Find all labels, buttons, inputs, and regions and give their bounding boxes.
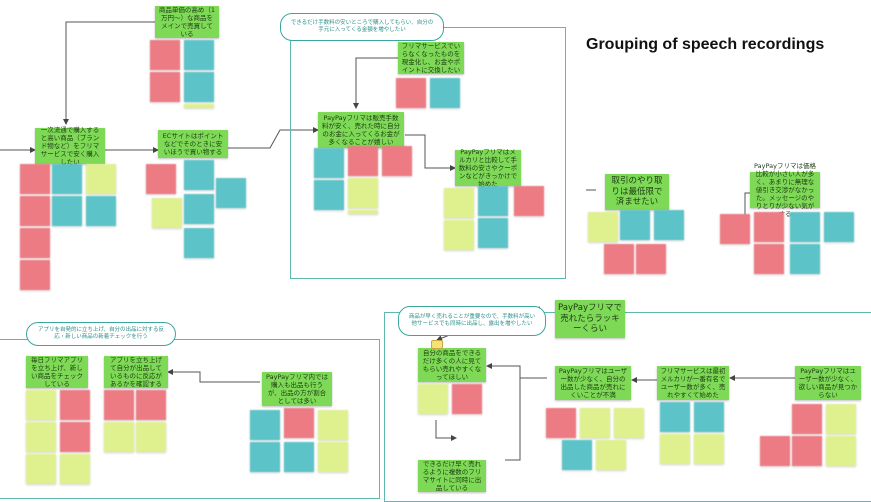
sticky-note	[444, 188, 474, 218]
label-low-fee: PayPayフリマは販売手数料が安く、売れた時に自分のお金に入ってくるお金が多く…	[318, 112, 404, 148]
label-lucky-if-sold: PayPayフリマで売れたらラッキーくらい	[555, 300, 625, 338]
insight-bubble-app-check: アプリを自発的に立ち上げ、自分の出品に対する反応・新しい商品の新着チェックを行う	[26, 322, 176, 346]
label-check-reaction: アプリを立ち上げて自分が出品しているものに反応があるかを確認する	[104, 356, 168, 388]
sticky-note	[318, 442, 348, 472]
sticky-note	[184, 194, 214, 224]
label-sell-more: PayPayフリマ内では購入も出品も行うが、出品の方が割合としては多い	[262, 372, 332, 406]
sticky-note	[184, 72, 214, 102]
sticky-note	[150, 40, 180, 70]
sticky-note	[184, 160, 214, 190]
sticky-note	[348, 210, 378, 214]
sticky-note	[348, 146, 378, 176]
sticky-note	[792, 404, 822, 434]
sticky-note	[660, 434, 690, 464]
sticky-note	[26, 454, 56, 484]
sticky-note	[694, 434, 724, 464]
sticky-note	[184, 104, 214, 108]
sticky-note	[720, 214, 750, 244]
sticky-note	[348, 178, 378, 208]
sticky-note	[184, 40, 214, 70]
label-few-users-hard-sell: PayPayフリマはユーザー数が少なく、自分の出品した商品が売れにくいことが不満	[555, 366, 631, 400]
label-daily-check: 毎日フリマアプリを立ち上げ、新しい商品をチェックしている	[26, 356, 88, 388]
sticky-note	[562, 440, 592, 470]
sticky-note	[314, 148, 344, 178]
label-coupon: PayPayフリマはメルカリと比較して手数料の安さやクーポンなどがきっかけで始め…	[455, 148, 521, 188]
label-minimal-contact: 取引のやり取りは最低限で済ませたい	[605, 174, 669, 210]
label-few-negotiation: PayPayフリマは価格比較が小さい人が多く、あまりに無理な値引き交渉がなかった…	[750, 162, 820, 218]
sticky-note	[654, 210, 684, 240]
sticky-note	[826, 404, 856, 434]
sticky-note	[26, 422, 56, 452]
sticky-note	[318, 410, 348, 440]
label-cash-out: フリマサービスでいらなくなったものを現金化し、お金やポイントに交換したい	[398, 42, 464, 74]
sticky-note	[60, 422, 90, 452]
sticky-note	[604, 244, 634, 274]
sticky-note	[478, 218, 508, 248]
sticky-note	[86, 196, 116, 226]
sticky-note	[104, 390, 134, 420]
label-ec-points: ECサイトはポイントなどでそのときに安いほうで買い物する	[158, 130, 228, 158]
sticky-note	[660, 402, 690, 432]
sticky-note	[136, 422, 166, 452]
board-title: Grouping of speech recordings	[586, 36, 825, 53]
sticky-note	[314, 180, 344, 210]
sticky-note	[396, 78, 426, 108]
insight-bubble-exposure: 商品が早く売れることが重要なので、手数料が高い他サービスでも同時に出品し、露出を…	[398, 306, 546, 336]
sticky-note	[754, 212, 784, 242]
sticky-note	[430, 78, 460, 108]
sticky-note	[60, 390, 90, 420]
sticky-note	[250, 410, 280, 440]
sticky-note	[444, 220, 474, 250]
sticky-note	[382, 146, 412, 176]
sticky-note	[636, 244, 666, 274]
sticky-note	[284, 442, 314, 472]
sticky-note	[546, 408, 576, 438]
sticky-note	[20, 164, 50, 194]
sticky-note	[824, 212, 854, 242]
sticky-note	[20, 260, 50, 290]
sticky-note	[284, 408, 314, 438]
sticky-note	[60, 454, 90, 484]
sticky-note	[250, 442, 280, 472]
sticky-note	[152, 198, 182, 228]
label-more-exposure: 自分の商品をできるだけ多くの人に見てもらい売れやすくなってほしい	[418, 348, 486, 382]
sticky-note	[792, 436, 822, 466]
label-mercari-first: フリマサービスは最初メルカリが一番有名でユーザー数が多く、売れやすくて始めた	[657, 366, 729, 400]
sticky-note	[580, 408, 610, 438]
sticky-note	[418, 384, 448, 414]
label-multi-listing: できるだけ早く売れるように複数のフリマサイトに同時に出品している	[418, 460, 486, 492]
sticky-note	[478, 186, 508, 216]
insight-bubble-fee: できるだけ手数料の安いところで購入してもらい、自分の手元に入ってくる金額を増やし…	[280, 13, 444, 41]
sticky-note	[790, 212, 820, 242]
sticky-note	[588, 212, 618, 242]
sticky-note	[216, 178, 246, 208]
label-high-price: 商品単価の高め（1万円〜）な商品をメインで売買している	[155, 6, 219, 38]
sticky-note	[754, 244, 784, 274]
sticky-note	[104, 422, 134, 452]
sticky-note	[760, 436, 790, 466]
sticky-note	[150, 72, 180, 102]
sticky-note	[826, 436, 856, 466]
sticky-note	[20, 228, 50, 258]
sticky-note	[86, 164, 116, 194]
label-few-items: PayPayフリマはユーザー数が少なく、欲しい商品が見つからない	[795, 366, 861, 400]
sticky-note	[136, 390, 166, 420]
sticky-note	[184, 228, 214, 258]
sticky-note	[146, 164, 176, 194]
sticky-note	[452, 384, 482, 414]
comment-marker-icon	[431, 340, 443, 349]
sticky-note	[694, 402, 724, 432]
sticky-note	[790, 244, 820, 274]
sticky-note	[52, 196, 82, 226]
label-buy-cheap: 一次流通で購入すると高い商品（ブランド物など）をフリマサービスで安く購入したい	[35, 126, 105, 166]
sticky-note	[614, 408, 644, 438]
whiteboard-canvas: Grouping of speech recordings できるだけ手数料の安…	[0, 6, 871, 502]
sticky-note	[514, 186, 544, 216]
sticky-note	[596, 440, 626, 470]
sticky-note	[20, 196, 50, 226]
sticky-note	[26, 390, 56, 420]
sticky-note	[52, 164, 82, 194]
sticky-note	[620, 210, 650, 240]
